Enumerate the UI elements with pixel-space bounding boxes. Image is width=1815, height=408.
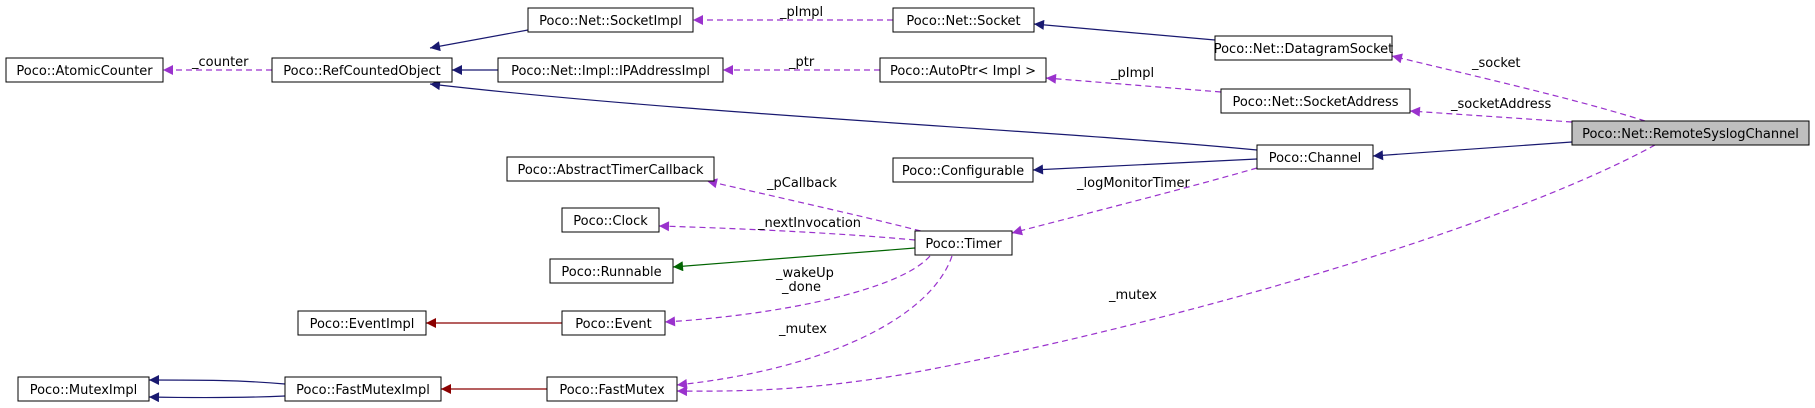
edges [148, 15, 1656, 403]
edge-logmonitortimer [1011, 167, 1258, 236]
node-timer[interactable]: Poco::Timer [914, 230, 1013, 256]
edge-channel-to-refcountedobject [429, 80, 1258, 151]
node-label: Poco::AtomicCounter [16, 64, 153, 79]
node-label: Poco::Net::RemoteSyslogChannel [1582, 127, 1799, 142]
node-channel[interactable]: Poco::Channel [1256, 144, 1374, 170]
edge-nextinvocation [658, 221, 916, 241]
node-ref-counted-object[interactable]: Poco::RefCountedObject [271, 57, 453, 83]
node-label: Poco::Runnable [561, 265, 661, 280]
label-mutex-channel: _mutex [1108, 288, 1157, 303]
node-mutex-impl[interactable]: Poco::MutexImpl [17, 376, 150, 402]
edge-mutex-timer [676, 255, 953, 389]
node-label: Poco::MutexImpl [30, 383, 138, 398]
node-configurable[interactable]: Poco::Configurable [892, 157, 1034, 183]
node-label: Poco::RefCountedObject [283, 64, 440, 79]
node-abstract-timer-callback[interactable]: Poco::AbstractTimerCallback [506, 156, 715, 182]
edge-remotesyslog-to-channel [1372, 141, 1573, 161]
node-label: Poco::Net::SocketImpl [539, 14, 682, 29]
node-label: Poco::Net::Socket [906, 14, 1020, 29]
node-event-impl[interactable]: Poco::EventImpl [297, 310, 427, 336]
node-datagram-socket[interactable]: Poco::Net::DatagramSocket [1214, 35, 1394, 61]
node-label: Poco::FastMutexImpl [296, 383, 430, 398]
node-label: Poco::Event [575, 317, 651, 332]
edge-labels: _counter _pImpl _ptr _pImpl _socket _soc… [191, 5, 1552, 337]
edge-fastmuteximpl-to-muteximpl-2 [148, 392, 286, 403]
nodes: Poco::AtomicCounter Poco::RefCountedObje… [5, 7, 1810, 402]
node-label: Poco::AbstractTimerCallback [517, 163, 704, 178]
node-remote-syslog-channel[interactable]: Poco::Net::RemoteSyslogChannel [1571, 120, 1810, 146]
edge-timer-to-runnable [672, 247, 916, 272]
node-label: Poco::Net::SocketAddress [1232, 95, 1398, 110]
label-pimpl-socket: _pImpl [779, 5, 823, 20]
label-nextinvocation: _nextInvocation [757, 216, 861, 231]
node-atomic-counter[interactable]: Poco::AtomicCounter [5, 57, 164, 83]
label-socketaddress: _socketAddress [1450, 97, 1552, 112]
node-fast-mutex-impl[interactable]: Poco::FastMutexImpl [284, 376, 442, 402]
node-clock[interactable]: Poco::Clock [561, 207, 660, 233]
node-label: Poco::Timer [925, 237, 1002, 252]
label-ptr: _ptr [788, 55, 815, 70]
edge-channel-to-configurable [1032, 158, 1258, 175]
edge-pcallback [706, 178, 941, 237]
edge-wakeup-done [664, 255, 931, 327]
edge-mutex-channel [676, 144, 1656, 397]
label-pcallback: _pCallback [766, 176, 837, 191]
edge-datagramsocket-to-socket [1033, 19, 1216, 41]
node-runnable[interactable]: Poco::Runnable [549, 258, 674, 284]
label-wakeup: _wakeUp [775, 266, 834, 281]
node-fast-mutex[interactable]: Poco::FastMutex [546, 376, 678, 402]
node-event[interactable]: Poco::Event [561, 310, 666, 336]
node-label: Poco::Channel [1269, 151, 1362, 166]
node-label: Poco::FastMutex [559, 383, 665, 398]
node-label: Poco::Configurable [902, 164, 1024, 179]
label-mutex-timer: _mutex [778, 322, 827, 337]
node-label: Poco::Net::Impl::IPAddressImpl [511, 64, 710, 79]
node-socket-address[interactable]: Poco::Net::SocketAddress [1220, 88, 1411, 114]
node-label: Poco::AutoPtr< Impl > [890, 64, 1036, 79]
label-logmonitortimer: _logMonitorTimer [1076, 176, 1191, 191]
edge-socketaddress [1409, 106, 1573, 123]
label-counter: _counter [191, 55, 249, 70]
node-socket[interactable]: Poco::Net::Socket [892, 7, 1035, 33]
label-done: _done [781, 280, 821, 295]
node-ip-address-impl[interactable]: Poco::Net::Impl::IPAddressImpl [497, 57, 724, 83]
node-label: Poco::Net::DatagramSocket [1214, 42, 1394, 57]
node-label: Poco::EventImpl [310, 317, 415, 332]
node-label: Poco::Clock [573, 214, 648, 229]
node-auto-ptr[interactable]: Poco::AutoPtr< Impl > [879, 57, 1047, 83]
label-pimpl-autoptr: _pImpl [1110, 66, 1154, 81]
edge-socket-to-socketimpl [429, 29, 529, 52]
edge-fastmuteximpl-to-muteximpl-1 [148, 375, 286, 386]
node-socket-impl[interactable]: Poco::Net::SocketImpl [527, 7, 694, 33]
label-socket: _socket [1471, 56, 1521, 71]
